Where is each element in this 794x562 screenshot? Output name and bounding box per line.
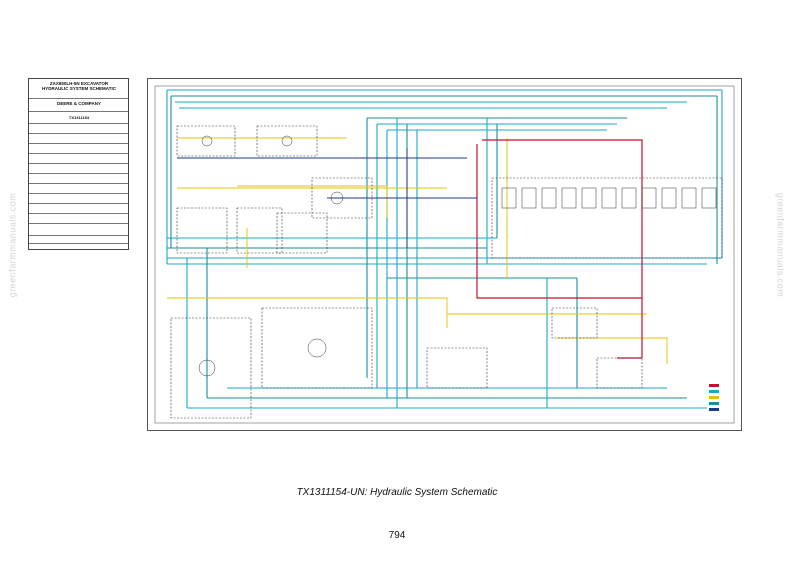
title-block-drawing-number: TX1311154	[68, 115, 90, 120]
red-pressure-lines	[476, 139, 643, 359]
cyan-vertical-lines	[166, 90, 723, 408]
component-boxes	[170, 125, 723, 419]
title-line-2: HYDRAULIC SYSTEM SCHEMATIC	[42, 86, 116, 91]
title-block-company: DEERE & COMPANY	[57, 101, 101, 106]
valve-symbols	[198, 135, 717, 377]
inner-frame	[154, 85, 735, 424]
schematic-sheet	[147, 78, 742, 431]
watermark-right: greenfarmmanuals.com	[775, 192, 786, 298]
figure-caption: TX1311154-UN: Hydraulic System Schematic	[296, 487, 498, 498]
color-legend	[709, 384, 719, 411]
page-number: 794	[388, 530, 406, 541]
navy-lines	[177, 148, 477, 248]
title-block: ZAX650LH-5N EXCAVATOR HYDRAULIC SYSTEM S…	[28, 78, 129, 250]
watermark-left: greenfarmmanuals.com	[7, 192, 18, 298]
hydraulic-schematic-diagram	[154, 85, 735, 424]
title-line-1: ZAX650LH-5N EXCAVATOR	[49, 81, 109, 86]
title-block-title: ZAX650LH-5N EXCAVATOR HYDRAULIC SYSTEM S…	[31, 81, 127, 91]
